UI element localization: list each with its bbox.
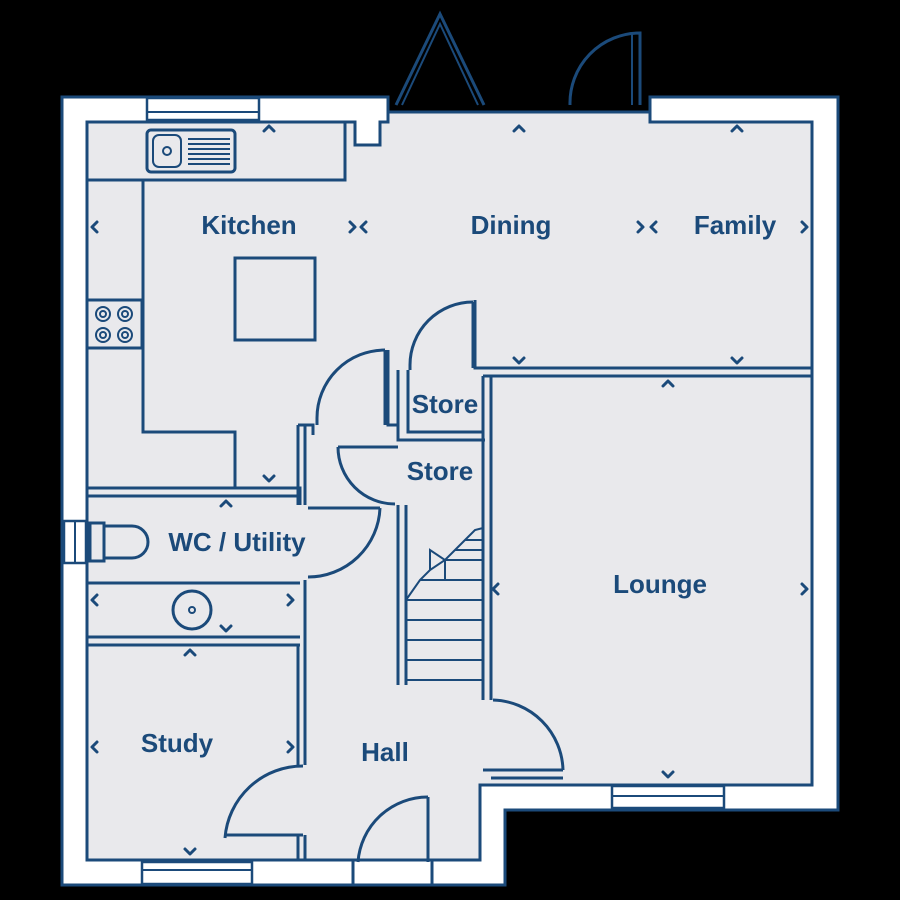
windows	[62, 96, 726, 886]
room-label-store-lower: Store	[407, 456, 473, 486]
room-label-hall: Hall	[361, 737, 409, 767]
room-label-study: Study	[141, 728, 214, 758]
room-label-kitchen: Kitchen	[201, 210, 296, 240]
toilet-icon	[88, 521, 150, 563]
kitchen-island	[233, 256, 317, 342]
basin-icon	[171, 589, 213, 631]
dimension-markers	[90, 124, 809, 856]
interior-walls	[85, 122, 812, 885]
hob-icon	[95, 306, 133, 343]
room-label-lounge: Lounge	[613, 569, 707, 599]
room-label-family: Family	[694, 210, 777, 240]
doors	[223, 10, 642, 863]
staircase	[405, 527, 484, 681]
room-label-dining: Dining	[471, 210, 552, 240]
room-label-wc-utility: WC / Utility	[168, 527, 306, 557]
room-label-store-upper: Store	[412, 389, 478, 419]
sink-icon	[145, 128, 237, 174]
interior-floor	[85, 110, 814, 862]
